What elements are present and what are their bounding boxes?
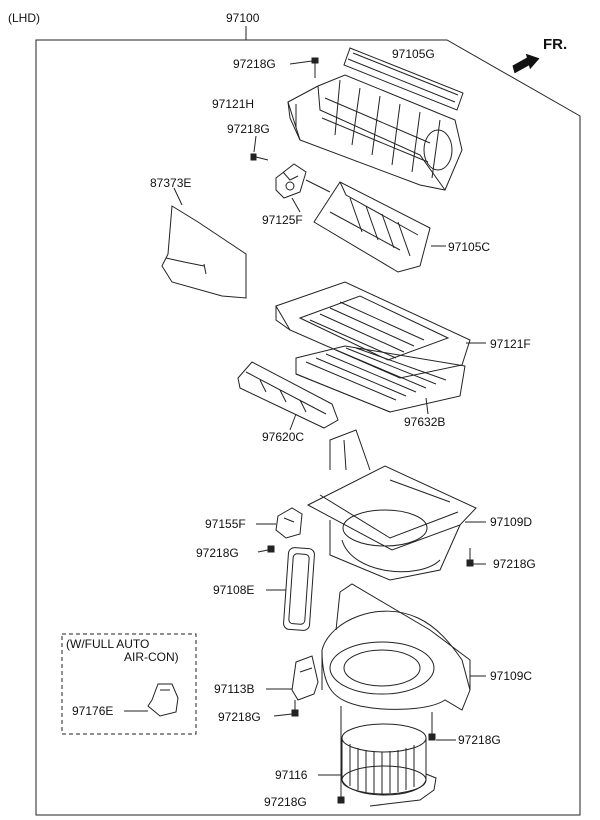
part-97109D-lower-case	[306, 429, 477, 581]
part-97109C-blower-housing	[321, 583, 471, 711]
callout-97620C: 97620C	[262, 430, 305, 444]
callout-97121H: 97121H	[212, 97, 255, 111]
callout-87373E: 87373E	[150, 176, 192, 190]
part-97125F-actuator	[275, 163, 331, 199]
callout-97105G: 97105G	[392, 47, 435, 61]
callout-97218G: 97218G	[264, 795, 307, 809]
optional-box-line2: AIR-CON)	[124, 650, 179, 664]
front-arrow-icon	[512, 53, 540, 74]
callout-97105C: 97105C	[448, 240, 491, 254]
callout-97113B: 97113B	[214, 682, 255, 696]
callout-97218G: 97218G	[458, 733, 501, 747]
callout-97218G: 97218G	[227, 122, 270, 136]
callout-97108E: 97108E	[213, 583, 255, 597]
part-97121F-filter-frame	[275, 281, 471, 379]
callout-97218G: 97218G	[233, 57, 276, 71]
screw-icon	[337, 706, 345, 804]
callout-97109C: 97109C	[490, 669, 533, 683]
screw-icon	[428, 712, 436, 741]
callout-97121F: 97121F	[490, 337, 531, 351]
assembly-number-label: 97100	[226, 11, 260, 25]
part-97105G-seal	[343, 47, 464, 111]
part-87373E-pad	[161, 205, 247, 299]
optional-box-line1: (W/FULL AUTO	[66, 637, 150, 651]
part-97121H-upper-case	[287, 74, 463, 191]
part-97105C-cover	[313, 181, 431, 273]
direction-label: FR.	[543, 36, 568, 53]
callout-97218G: 97218G	[218, 710, 261, 724]
screw-icon	[291, 700, 299, 717]
callout-97116: 97116	[275, 768, 308, 782]
diagram-frame	[35, 39, 581, 816]
callout-97218G: 97218G	[196, 546, 239, 560]
callout-97176E: 97176E	[72, 704, 114, 718]
callout-97632B: 97632B	[404, 415, 446, 429]
screw-icon	[267, 545, 275, 553]
screw-icon	[250, 153, 269, 161]
screw-icon	[466, 548, 474, 567]
callout-97125F: 97125F	[262, 213, 303, 227]
part-97108E-gasket	[283, 547, 315, 631]
callout-97218G: 97218G	[493, 557, 536, 571]
callout-97109D: 97109D	[490, 515, 533, 529]
part-97176E-sensor	[147, 683, 179, 717]
part-97620C-bracket	[237, 361, 339, 429]
part-97113B-resistor	[291, 655, 319, 701]
part-97116-blower-motor	[341, 723, 437, 807]
callout-97155F: 97155F	[205, 517, 246, 531]
part-97155F-actuator	[275, 507, 303, 539]
variant-label: (LHD)	[8, 11, 40, 25]
screw-icon	[311, 57, 319, 78]
part-97632B-cabin-filter	[295, 345, 466, 413]
optional-box-frame	[61, 633, 197, 735]
